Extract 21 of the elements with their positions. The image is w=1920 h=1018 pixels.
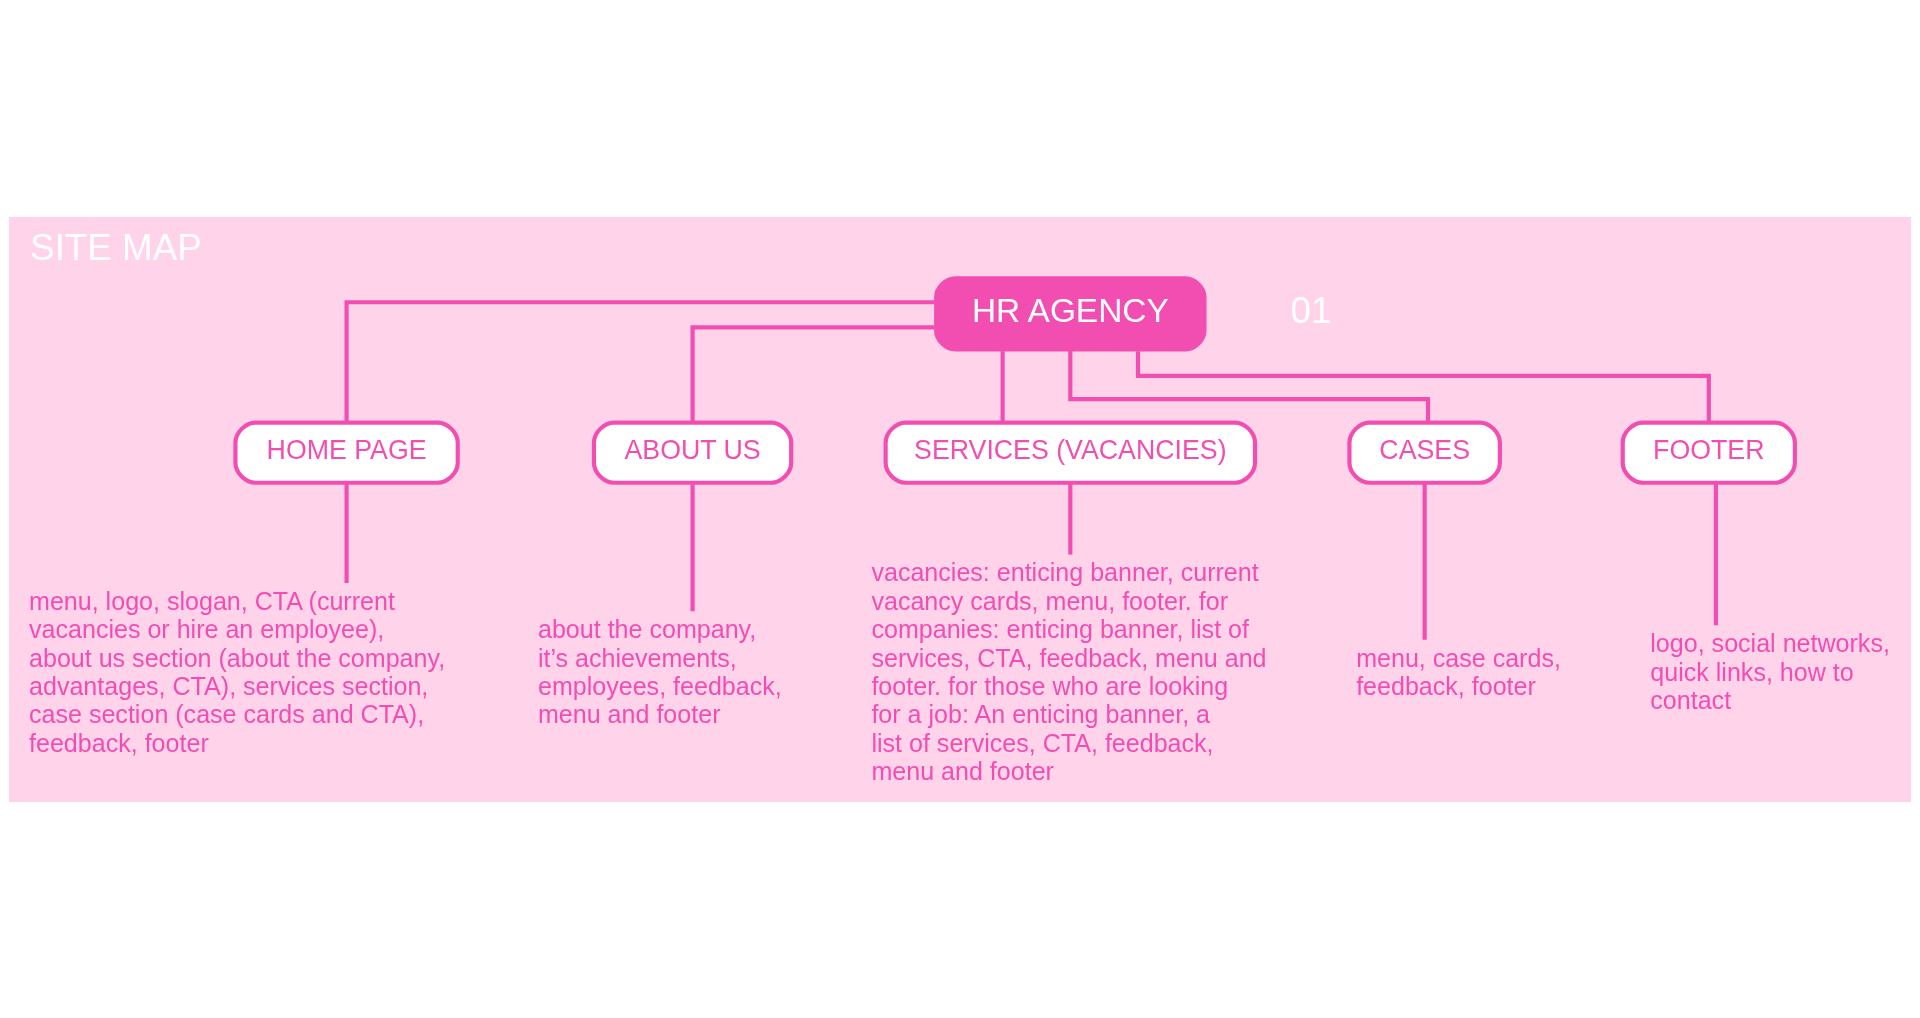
node-text: vacancies: enticing banner, current vacancy cards, menu, footer. for companies: enticing banner, list of services, CTA, feedback, menu and footer. for those who are looking for a job: An enticing banner, a list of services, CTA, feedback, menu and footer <box>871 557 1267 785</box>
node-text: menu, case cards, feedback, footer <box>1356 643 1561 700</box>
node-box: SERVICES (VACANCIES) <box>883 420 1258 485</box>
node-box: CASES <box>1347 420 1502 485</box>
connector <box>690 324 935 422</box>
connector <box>344 482 349 583</box>
connector <box>1068 350 1431 422</box>
connector <box>344 299 935 422</box>
node-box: ABOUT US <box>591 420 794 485</box>
connector <box>1000 350 1005 422</box>
connector <box>690 482 695 611</box>
node-text: logo, social networks, quick links, how to contact <box>1650 628 1890 714</box>
node-box: FOOTER <box>1620 420 1797 485</box>
connector <box>1713 482 1718 625</box>
node-text: about the company, it’s achievements, employees, feedback, menu and footer <box>537 614 782 728</box>
connector <box>1422 482 1427 640</box>
node-text: menu, logo, slogan, CTA (current vacancies or hire an employee), about us section (about the company, advantages, CTA), services section, case section (case cards and CTA), feedback, footer <box>29 586 446 757</box>
node-box: HR AGENCY <box>934 275 1207 352</box>
connector <box>1135 350 1711 422</box>
node-box: HOME PAGE <box>233 420 460 485</box>
connector <box>1068 482 1073 555</box>
